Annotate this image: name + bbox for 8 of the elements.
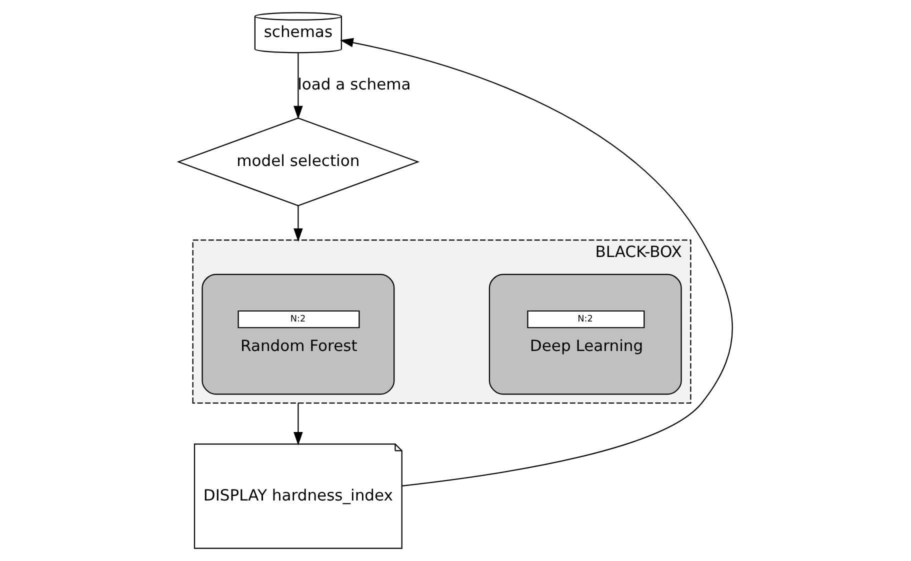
node-box: N:2 Deep Learning <box>488 274 682 395</box>
node-box: N:2 Random Forest <box>202 274 395 395</box>
arrow <box>294 53 303 120</box>
edge-label: load a schema <box>298 75 411 94</box>
arrow <box>294 206 303 242</box>
node-diamond: model selection <box>176 117 420 206</box>
arrow <box>340 38 733 486</box>
arrow <box>294 403 303 446</box>
